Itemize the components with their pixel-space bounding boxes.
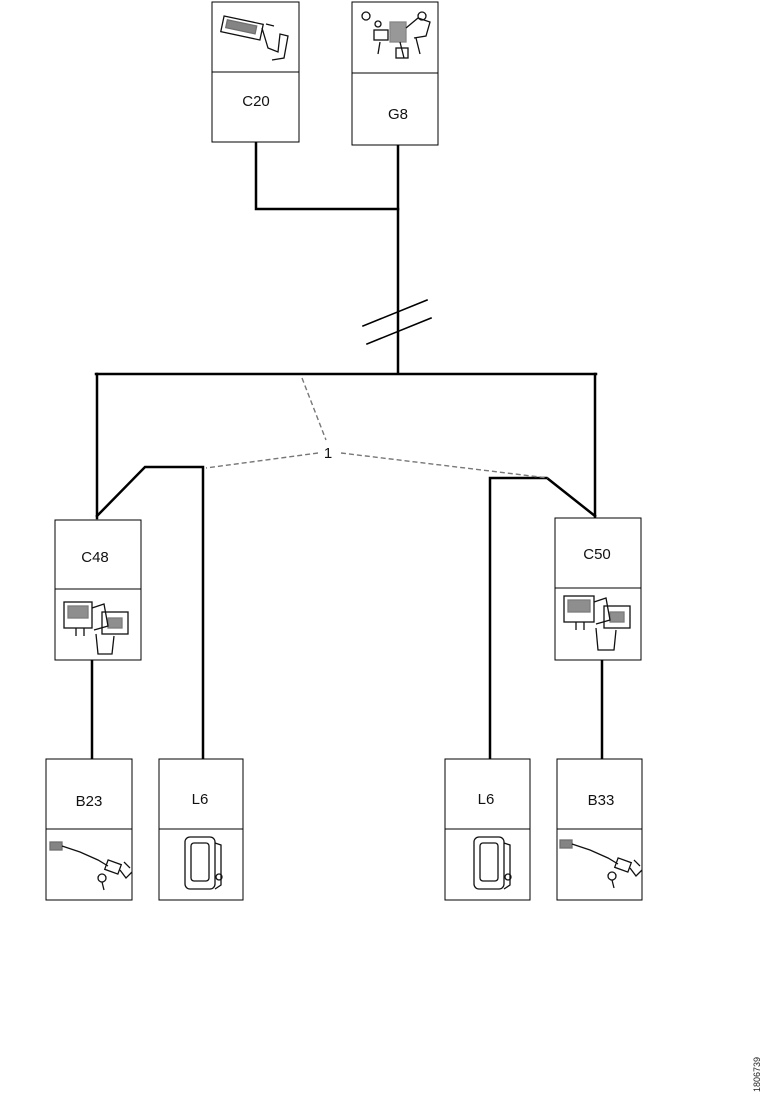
- component-c50: C50: [554, 517, 642, 661]
- component-label: G8: [388, 106, 408, 123]
- multi-pin-connector-icon: [361, 11, 431, 59]
- connector-clip-icon: [220, 15, 289, 61]
- component-box: [554, 517, 642, 661]
- wire-c48-to-l6-left: [95, 465, 205, 760]
- component-g8: G8: [351, 1, 439, 146]
- component-box: [54, 519, 142, 661]
- component-label: C50: [583, 546, 611, 563]
- component-b33: B33: [556, 758, 643, 901]
- break-mark: [361, 298, 429, 328]
- component-c48: C48: [54, 519, 142, 661]
- leader-line: [340, 452, 549, 479]
- component-label: L6: [478, 791, 495, 808]
- component-label: B23: [76, 793, 103, 810]
- component-label: C20: [242, 93, 270, 110]
- cable-sensor-icon: [49, 841, 133, 891]
- connector-block-icon: [563, 595, 631, 651]
- connector-block-icon: [63, 601, 129, 655]
- leader-line: [205, 452, 319, 469]
- component-label: L6: [192, 791, 209, 808]
- component-label: C48: [81, 549, 109, 566]
- component-c20: C20: [211, 1, 300, 143]
- component-l6-left: L6: [158, 758, 244, 901]
- wiring: [90, 140, 604, 760]
- callout-leaders: [205, 377, 549, 479]
- callout-label: 1: [324, 445, 332, 462]
- wire-c50-to-l6-right: [488, 476, 597, 760]
- lamp-unit-icon: [184, 836, 223, 890]
- component-label: B33: [588, 792, 615, 809]
- break-mark: [365, 316, 433, 346]
- component-l6-right: L6: [444, 758, 531, 901]
- figure-code: 1806739: [752, 1057, 762, 1092]
- component-b23: B23: [45, 758, 133, 901]
- lamp-unit-icon: [473, 836, 512, 890]
- cable-sensor-icon: [559, 839, 643, 889]
- wire-c20-down: [254, 140, 400, 211]
- leader-line: [301, 377, 327, 441]
